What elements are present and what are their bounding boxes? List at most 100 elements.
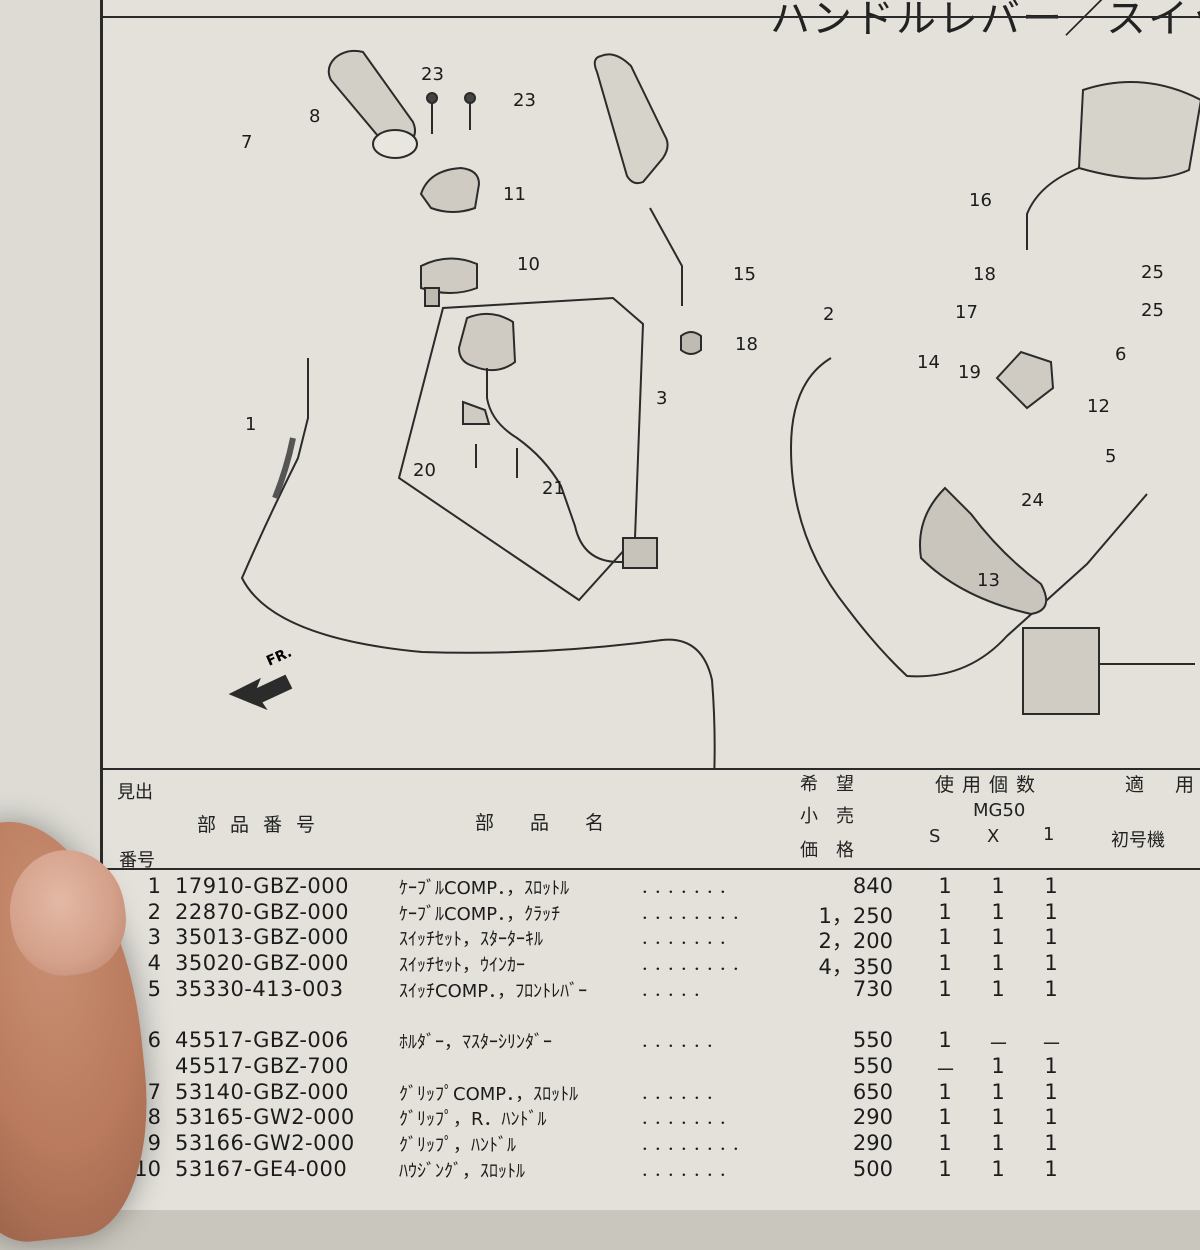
callout-label: 11 [503, 184, 526, 205]
header-ref-bottom: 番号 [119, 850, 155, 871]
row-price: 4，350 [818, 955, 893, 980]
row-price: 1，250 [818, 903, 893, 928]
row-part-number: 45517-GBZ-006 [175, 1028, 350, 1053]
callout-label: 3 [656, 388, 667, 409]
callout-label: 14 [917, 352, 940, 373]
callout-label: 17 [955, 302, 978, 323]
header-price-1: 希 望 [800, 774, 854, 795]
row-part-name: ｽｲｯﾁｾｯﾄ，ｳｲﾝｶｰ [399, 955, 525, 977]
header-model: MG50 [973, 800, 1026, 821]
row-price: 500 [852, 1156, 893, 1181]
row-leader-dots: ．．．．．．． [641, 1160, 741, 1180]
header-applicable: 適 用 [1125, 774, 1200, 796]
row-qty-s: 1 [938, 874, 952, 898]
row-ref-number: 3 [147, 925, 161, 950]
callout-label: 18 [973, 264, 996, 285]
callout-label: 12 [1087, 396, 1110, 417]
row-qty-1: 1 [1044, 976, 1058, 1001]
row-qty-1: 1 [1044, 925, 1058, 950]
row-qty-s: 1 [938, 1156, 952, 1181]
page-title: ハンドルレバー／スイッ [770, 0, 1200, 42]
row-qty-x: 1 [991, 899, 1005, 924]
row-part-number: 17910-GBZ-000 [175, 874, 350, 898]
row-part-name: ｹｰﾌﾞﾙCOMP．，ｽﾛｯﾄﾙ [399, 878, 570, 899]
header-divider [103, 868, 1200, 870]
row-qty-x: 1 [991, 976, 1005, 1001]
row-part-number: 45517-GBZ-700 [175, 1053, 350, 1078]
callout-label: 13 [977, 570, 1000, 591]
header-ref-top: 見出 [117, 782, 153, 803]
row-leader-dots: ．．．．．．． [641, 1109, 741, 1129]
header-col-s: S [929, 826, 941, 847]
diagram-linework [228, 49, 1200, 781]
row-part-name: ｸﾞﾘｯﾌﾟ，R．ﾊﾝﾄﾞﾙ [399, 1109, 547, 1131]
row-qty-s: 1 [938, 976, 952, 1001]
row-qty-s: 1 [938, 951, 952, 976]
row-qty-x: 1 [991, 1053, 1005, 1078]
row-ref-number: 1 [147, 874, 161, 898]
row-qty-s: － [935, 1057, 956, 1082]
callout-label: 7 [241, 132, 252, 153]
row-part-name: ｹｰﾌﾞﾙCOMP．，ｸﾗｯﾁ [399, 903, 561, 925]
row-part-name: ﾎﾙﾀﾞｰ，ﾏｽﾀｰｼﾘﾝﾀﾞｰ [399, 1032, 552, 1054]
row-price: 650 [852, 1079, 893, 1104]
row-ref-number: 4 [147, 951, 161, 976]
callout-label: 19 [958, 362, 981, 383]
row-part-number: 53165-GW2-000 [175, 1105, 355, 1130]
callout-label: 8 [309, 106, 320, 127]
row-qty-1: 1 [1044, 874, 1058, 898]
row-part-number: 35020-GBZ-000 [175, 951, 350, 976]
row-qty-s: 1 [938, 1028, 952, 1053]
row-qty-1: 1 [1044, 1079, 1058, 1104]
row-leader-dots: ．．．．． [641, 980, 715, 1000]
row-part-name: ｽｲｯﾁCOMP．，ﾌﾛﾝﾄﾚﾊﾞｰ [399, 980, 588, 1002]
callout-label: 25 [1141, 300, 1164, 321]
header-col-x: X [987, 826, 1000, 847]
row-ref-number: 2 [147, 899, 161, 924]
row-qty-1: 1 [1044, 951, 1058, 976]
callout-label: 16 [969, 190, 992, 211]
row-part-name: ﾊｳｼﾞﾝｸﾞ，ｽﾛｯﾄﾙ [399, 1160, 525, 1182]
callout-label: 6 [1115, 344, 1126, 365]
row-qty-s: 1 [938, 925, 952, 950]
callout-label: 21 [542, 478, 565, 499]
row-qty-x: 1 [991, 951, 1005, 976]
parts-table: 見出 番号 部品番号 部品名 希 望 小 売 価 格 使用個数 適 用 MG50… [103, 768, 1200, 1202]
header-price-3: 価 格 [800, 840, 854, 861]
callout-label: 2 [823, 304, 834, 325]
row-ref-number: 8 [147, 1105, 161, 1130]
row-qty-x: 1 [991, 1079, 1005, 1104]
callout-label: 25 [1141, 262, 1164, 283]
row-price: 550 [852, 1053, 893, 1078]
header-part-name: 部品名 [475, 812, 641, 834]
row-qty-1: 1 [1044, 899, 1058, 924]
table-row [103, 1002, 1200, 1028]
row-qty-x: 1 [991, 1105, 1005, 1130]
row-part-number: 35330-413-003 [175, 976, 344, 1001]
row-part-name: ｽｲｯﾁｾｯﾄ，ｽﾀｰﾀｰｷﾙ [399, 929, 543, 951]
row-qty-x: － [988, 1032, 1009, 1057]
callout-label: 20 [413, 460, 436, 481]
row-qty-s: 1 [938, 1105, 952, 1130]
row-price: 730 [852, 976, 893, 1001]
callout-label: 18 [735, 334, 758, 355]
header-col-1: 1 [1043, 824, 1055, 845]
row-part-number: 22870-GBZ-000 [175, 899, 350, 924]
row-part-name: ｸﾞﾘｯﾌﾟCOMP．，ｽﾛｯﾄﾙ [399, 1083, 579, 1105]
callout-label: 15 [733, 264, 756, 285]
row-price: 290 [852, 1130, 893, 1155]
row-part-name: ｸﾞﾘｯﾌﾟ，ﾊﾝﾄﾞﾙ [399, 1134, 516, 1156]
row-leader-dots: ．．．．．． [641, 1032, 728, 1052]
row-ref-number: 6 [147, 1028, 161, 1053]
callout-label: 1 [245, 414, 256, 435]
row-qty-1: 1 [1044, 1105, 1058, 1130]
header-part-number: 部品番号 [197, 814, 330, 836]
